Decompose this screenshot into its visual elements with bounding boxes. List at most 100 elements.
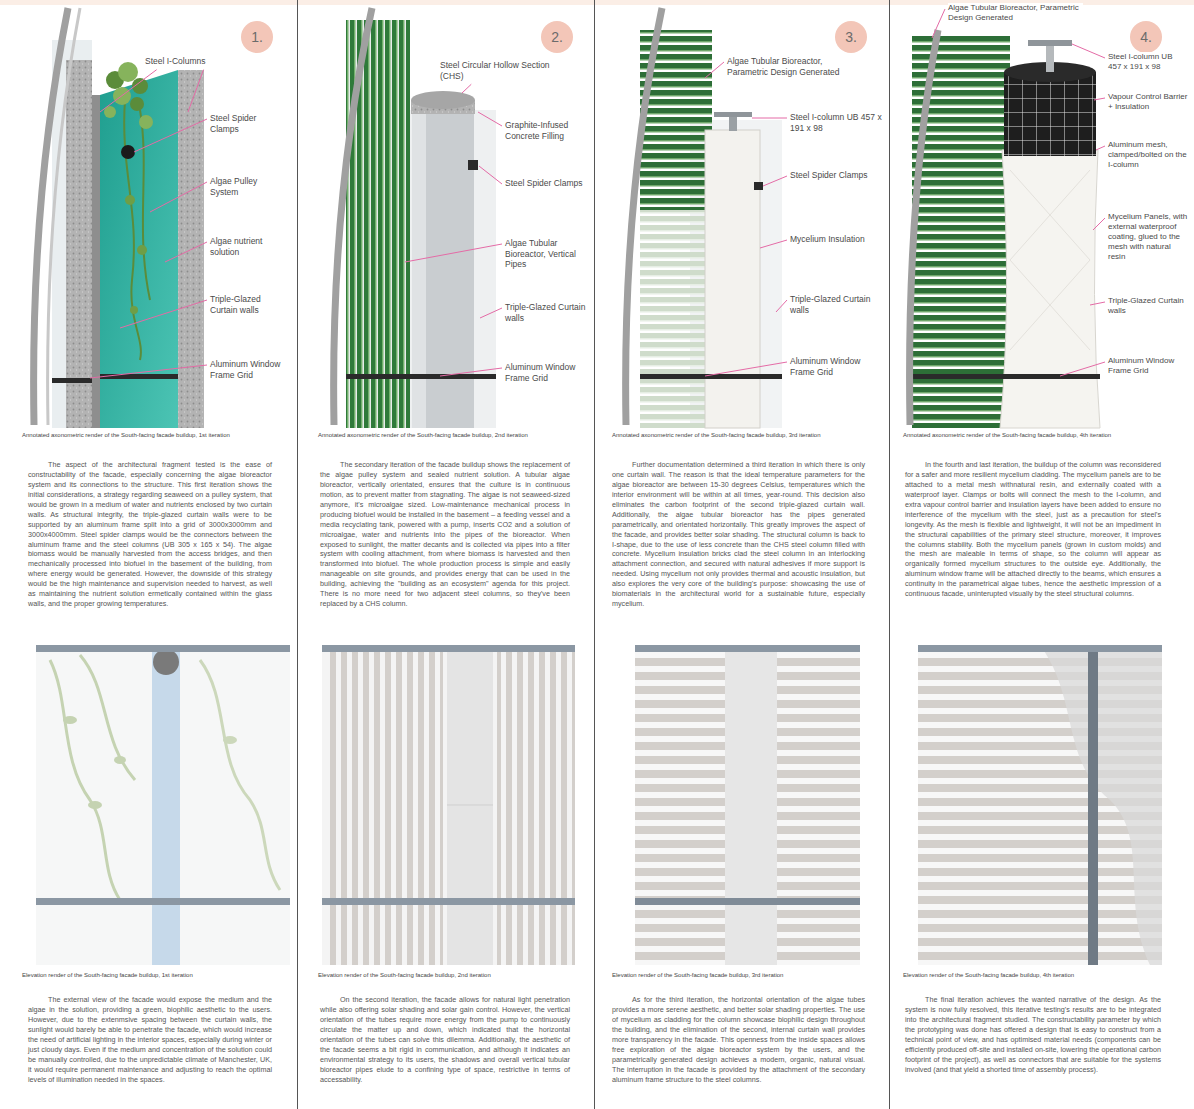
frame-bar — [912, 374, 1100, 379]
algae-vine — [80, 655, 135, 780]
frame-bar — [322, 645, 575, 652]
leader-line — [134, 119, 207, 152]
callout-label: Algae Pulley System — [210, 176, 282, 197]
frame-bar — [100, 374, 178, 379]
glass-field — [36, 645, 290, 965]
callout-label: Algae Tubular Bioreactor, Parametric Des… — [948, 3, 1083, 23]
elevation-render-4 — [918, 645, 1162, 965]
axonometric-render-4 — [910, 30, 1100, 428]
aluminum-mesh — [1010, 170, 1090, 350]
glass-pane — [410, 110, 496, 428]
figure-caption: Annotated axonometric render of the Sout… — [612, 432, 887, 440]
vine — [140, 110, 150, 300]
callout-label: Steel Spider Clamps — [505, 178, 590, 189]
i-column-flange — [1028, 40, 1072, 46]
horizontal-tubes — [640, 210, 712, 428]
frame-bar — [346, 374, 496, 379]
chs-column-view — [447, 652, 493, 965]
figure-caption: Elevation render of the South-facing fac… — [612, 972, 887, 980]
steel-column — [178, 70, 204, 428]
leader-line — [1090, 302, 1105, 305]
leader-line — [405, 244, 502, 262]
figure-caption: Annotated axonometric render of the Sout… — [318, 432, 590, 440]
leader-line — [1093, 218, 1105, 230]
frame-bar — [918, 645, 1162, 652]
figure-caption: Elevation render of the South-facing fac… — [318, 972, 590, 980]
spider-clamp — [121, 145, 135, 159]
frame-bar — [635, 898, 860, 905]
number-badge: 4. — [1130, 21, 1162, 53]
glass-field — [322, 645, 575, 965]
leader-line — [440, 368, 502, 376]
figure-caption: Annotated axonometric render of the Sout… — [903, 432, 1183, 440]
vine — [124, 100, 141, 360]
callout-label: Steel I-column UB 457 x 191 x 98 — [790, 112, 882, 133]
divider-line — [594, 0, 595, 1109]
concrete-top — [411, 91, 475, 109]
frame-arc — [48, 8, 80, 425]
divider-line — [889, 0, 890, 1109]
mycelium-panels — [1000, 150, 1100, 428]
leader-line — [100, 70, 157, 112]
frame-arc — [34, 8, 68, 425]
leader-line — [1060, 362, 1105, 376]
elevation-render-2 — [322, 645, 575, 965]
leader-line — [120, 300, 207, 328]
callout-label: Algae nutrient solution — [210, 236, 284, 257]
steel-column — [66, 60, 92, 428]
leader-line — [188, 70, 204, 112]
leaf — [130, 97, 144, 111]
leader-line — [479, 166, 502, 184]
body-paragraph: On the second iteration, the facade allo… — [320, 995, 570, 1084]
leader-line — [1094, 98, 1105, 100]
callout-label: Vapour Control Barrier + Insulation — [1108, 92, 1188, 112]
mycelium-column-view — [725, 645, 777, 965]
leaf — [137, 245, 147, 255]
i-column-flange — [714, 112, 752, 117]
mycelium-insulation — [705, 130, 760, 428]
steel-column-view — [1088, 645, 1098, 965]
body-paragraph: In the fourth and last iteration, the bu… — [905, 460, 1161, 599]
column-highlight — [412, 112, 426, 428]
algae-vine — [50, 660, 120, 900]
callout-label: Triple-Glazed Curtain walls — [505, 302, 590, 323]
leader-line — [462, 84, 471, 93]
vertical-pipes-view — [497, 652, 575, 965]
callout-label: Steel Spider Clamps — [210, 113, 282, 134]
leader-line — [705, 62, 724, 78]
number-badge: 1. — [241, 21, 273, 53]
callout-number: 3. — [845, 29, 857, 45]
elevation-render-3 — [635, 645, 860, 965]
body-paragraph: The aspect of the architectural fragment… — [28, 460, 272, 609]
leaf — [125, 195, 135, 205]
figure-caption: Elevation render of the South-facing fac… — [903, 972, 1183, 980]
leader-line — [478, 112, 502, 126]
mycelium-shape-view — [1040, 645, 1162, 965]
frame-arc — [626, 8, 662, 425]
callout-label: Aluminum mesh, clamped/bolted on the I-c… — [1108, 140, 1188, 170]
body-paragraph: The external view of the facade would ex… — [28, 995, 272, 1084]
leader-line — [90, 365, 207, 378]
frame-arc — [910, 30, 938, 425]
callout-label: Mycelium Panels, with external waterproo… — [1108, 212, 1188, 262]
number-badge: 2. — [541, 21, 573, 53]
callout-label: Triple-Glazed Curtain walls — [1108, 296, 1188, 316]
callout-label: Aluminum Window Frame Grid — [790, 356, 882, 377]
callout-number: 1. — [251, 29, 263, 45]
seaweed-plant — [104, 62, 153, 360]
chs-column — [412, 112, 474, 428]
callout-label: Aluminum Window Frame Grid — [1108, 356, 1188, 376]
leader-lines — [90, 9, 1105, 378]
leader-line — [705, 362, 787, 376]
leaf — [118, 62, 138, 82]
callout-number: 4. — [1140, 29, 1152, 45]
leader-line — [480, 308, 502, 318]
leaf — [139, 115, 153, 129]
frame-arc — [334, 8, 372, 425]
figure-caption: Annotated axonometric render of the Sout… — [22, 432, 294, 440]
callout-label: Graphite-Infused Concrete Filling — [505, 120, 590, 141]
vertical-pipes-view — [325, 652, 443, 965]
leader-line — [763, 176, 787, 186]
body-paragraph: As for the third iteration, the horizont… — [612, 995, 865, 1084]
